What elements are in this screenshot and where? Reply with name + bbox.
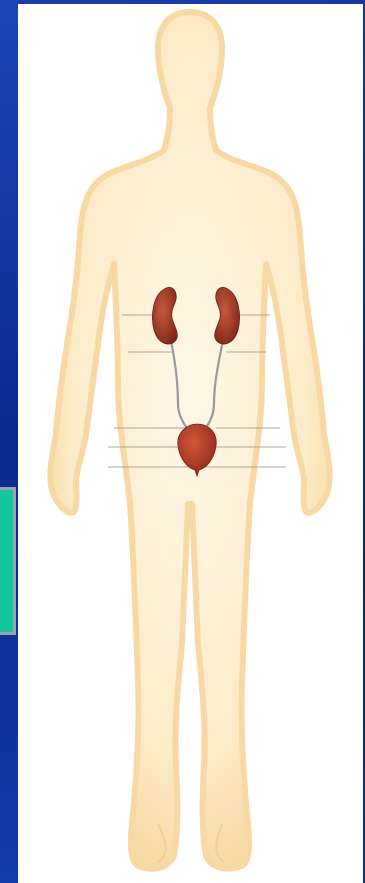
figure-panel: [18, 4, 363, 883]
body-figure: [18, 4, 363, 883]
slide-left-stripe: [0, 0, 18, 883]
side-tab[interactable]: [0, 487, 16, 635]
